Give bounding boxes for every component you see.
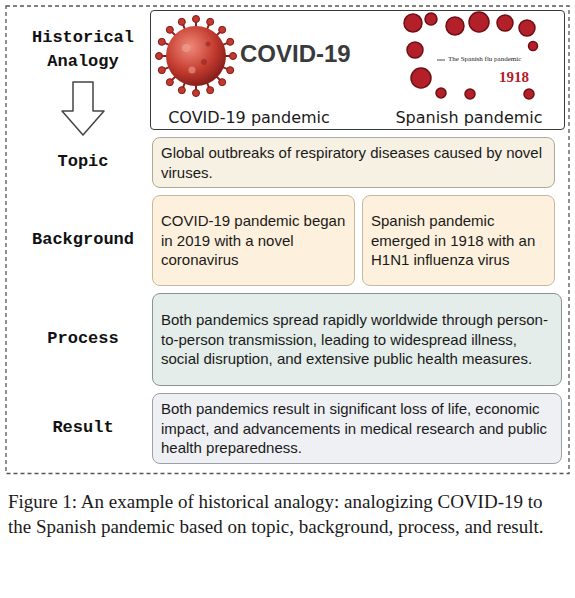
row-label: Background <box>13 230 153 250</box>
image-caption: Spanish pandemic <box>374 108 564 129</box>
background-box: COVID-19 pandemic began in 2019 with a n… <box>152 195 355 286</box>
virus-illustration <box>156 16 237 97</box>
box-text: Both pandemics result in significant los… <box>161 399 553 458</box>
process-box: Both pandemics spread rapidly worldwide … <box>152 293 562 386</box>
figure-caption: Figure 1: An example of historical analo… <box>8 489 568 539</box>
image-title: COVID-19 <box>240 40 351 69</box>
topic-box: Global outbreaks of respiratory diseases… <box>152 137 555 188</box>
dashed-frame <box>6 6 569 474</box>
box-text: Global outbreaks of respiratory diseases… <box>161 143 546 182</box>
row-label: Result <box>13 418 153 438</box>
flu-illustration <box>402 12 538 100</box>
box-text: Both pandemics spread rapidly worldwide … <box>161 310 553 369</box>
image-year: 1918 <box>498 68 530 86</box>
background-box: Spanish pandemic emerged in 1918 with an… <box>362 195 555 286</box>
column-heading: Historical Analogy <box>13 26 153 74</box>
row-label: Topic <box>13 152 153 172</box>
result-box: Both pandemics result in significant los… <box>152 393 562 464</box>
down-arrow <box>62 82 104 135</box>
row-label: Process <box>13 329 153 349</box>
box-text: COVID-19 pandemic began in 2019 with a n… <box>161 211 346 270</box>
box-text: Spanish pandemic emerged in 1918 with an… <box>371 211 546 270</box>
image-caption: COVID-19 pandemic <box>154 108 344 129</box>
image-text: The Spanish flu pandemic <box>447 55 522 63</box>
